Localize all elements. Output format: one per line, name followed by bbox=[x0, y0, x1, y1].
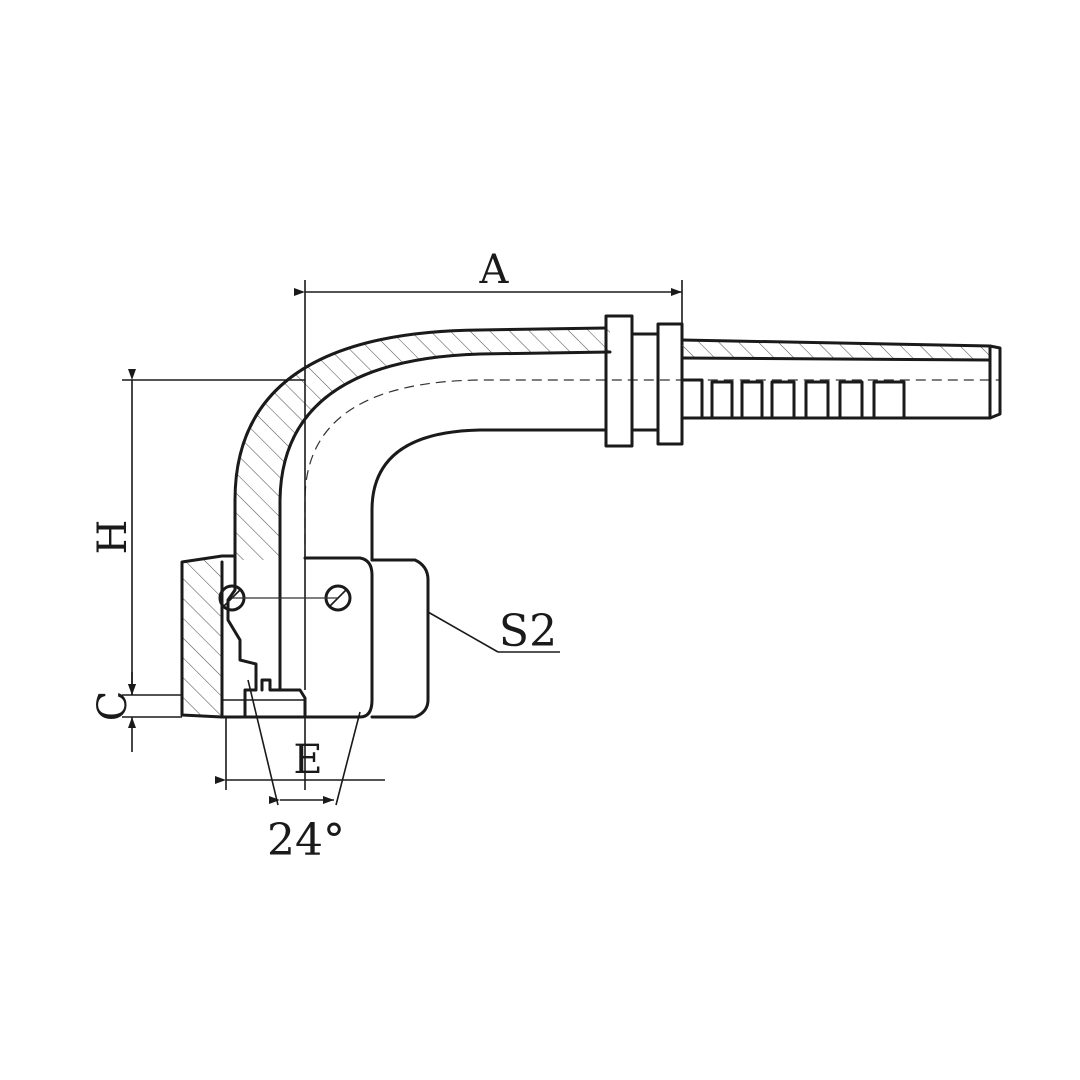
leader-s2: S2 bbox=[427, 606, 560, 657]
label-angle: 24° bbox=[267, 815, 345, 866]
nut-left-section bbox=[182, 560, 222, 715]
barb bbox=[872, 380, 906, 420]
dimension-e: E bbox=[215, 717, 385, 790]
seat-profile bbox=[226, 558, 258, 717]
cone-profile bbox=[260, 678, 307, 717]
barb bbox=[838, 380, 864, 420]
elbow-inner-contour bbox=[370, 428, 608, 562]
label-e: E bbox=[293, 737, 322, 783]
collar-ring-right bbox=[656, 322, 684, 446]
elbow-outer-contour bbox=[233, 326, 608, 562]
elbow-wall-section bbox=[235, 328, 610, 560]
label-a: A bbox=[479, 247, 510, 293]
dimension-h: H bbox=[90, 369, 305, 696]
hose-tail-bore bbox=[680, 356, 992, 362]
barb bbox=[740, 380, 764, 420]
cone-line-left bbox=[247, 679, 279, 806]
barb bbox=[804, 380, 830, 420]
label-c: C bbox=[90, 691, 136, 722]
angle-24: 24° bbox=[247, 679, 361, 866]
elbow-tube bbox=[233, 326, 1000, 692]
hose-tail-outline bbox=[680, 338, 1002, 420]
barb bbox=[680, 378, 704, 420]
s2-leader-line bbox=[427, 611, 499, 653]
dimension-c: C bbox=[90, 672, 182, 752]
nut-outline bbox=[180, 554, 374, 719]
nut-right-face bbox=[370, 558, 430, 719]
elbow-centre-line bbox=[304, 379, 1000, 560]
swivel-nut bbox=[180, 554, 430, 719]
dimension-a: A bbox=[294, 247, 683, 560]
collar bbox=[604, 314, 684, 448]
elbow-bore-line bbox=[278, 350, 612, 692]
label-h: H bbox=[90, 520, 136, 555]
collar-ring-left bbox=[604, 314, 634, 448]
barb bbox=[770, 380, 796, 420]
barb-grooves bbox=[680, 378, 906, 420]
hose-tail bbox=[680, 338, 1002, 420]
cone-line-right bbox=[335, 711, 361, 806]
label-s2: S2 bbox=[499, 606, 557, 657]
barb bbox=[710, 380, 734, 420]
